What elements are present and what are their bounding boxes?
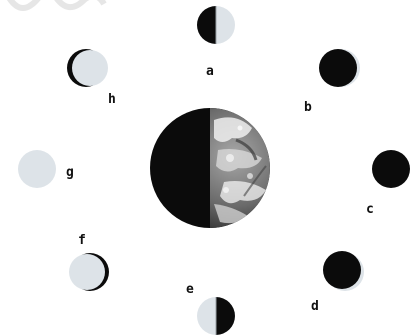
label-d: d bbox=[311, 299, 319, 314]
earth bbox=[150, 108, 270, 228]
label-f: f bbox=[78, 233, 86, 248]
moon-h bbox=[67, 49, 108, 87]
moon-b bbox=[319, 49, 360, 87]
moon-c bbox=[372, 150, 410, 188]
moon-d bbox=[323, 251, 364, 291]
moon-a bbox=[197, 6, 235, 44]
label-a: a bbox=[206, 64, 214, 79]
label-g: g bbox=[66, 165, 74, 180]
label-c: c bbox=[366, 202, 374, 217]
moon-g bbox=[18, 150, 56, 188]
moon-f bbox=[69, 253, 109, 291]
moon-e bbox=[197, 297, 235, 335]
label-h: h bbox=[108, 92, 116, 107]
label-e: e bbox=[186, 282, 194, 297]
faint-header-fragment bbox=[8, 0, 104, 8]
label-b: b bbox=[304, 100, 312, 115]
